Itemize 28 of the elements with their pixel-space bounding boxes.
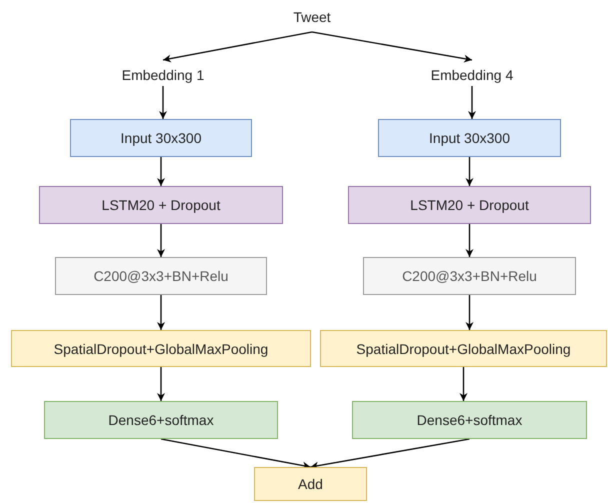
arrow — [310, 438, 470, 470]
arrow — [157, 224, 165, 257]
layer-box: Input 30x300 — [378, 119, 561, 157]
layer-box: SpatialDropout+GlobalMaxPooling — [11, 330, 311, 367]
arrow — [460, 367, 468, 401]
node-label: Embedding 4 — [430, 67, 514, 83]
arrow — [466, 295, 474, 330]
layer-box: Add — [254, 467, 367, 501]
arrow — [312, 31, 472, 63]
arrow — [159, 86, 167, 119]
arrow — [466, 224, 474, 257]
node-label: Tweet — [293, 9, 331, 25]
arrow — [160, 438, 311, 470]
layer-box: LSTM20 + Dropout — [348, 186, 591, 224]
arrow — [468, 86, 476, 119]
arrow — [162, 31, 312, 62]
arrow — [466, 157, 474, 186]
layer-box: Input 30x300 — [70, 119, 252, 157]
layer-box: LSTM20 + Dropout — [39, 186, 283, 224]
layer-box: C200@3x3+BN+Relu — [55, 257, 267, 295]
arrow — [157, 157, 165, 186]
layer-box: Dense6+softmax — [352, 401, 587, 439]
arrow — [157, 295, 165, 330]
layer-box: Dense6+softmax — [44, 401, 278, 439]
node-label: Embedding 1 — [122, 67, 204, 83]
arrow — [157, 367, 165, 401]
layer-box: C200@3x3+BN+Relu — [363, 257, 576, 295]
layer-box: SpatialDropout+GlobalMaxPooling — [320, 330, 607, 367]
